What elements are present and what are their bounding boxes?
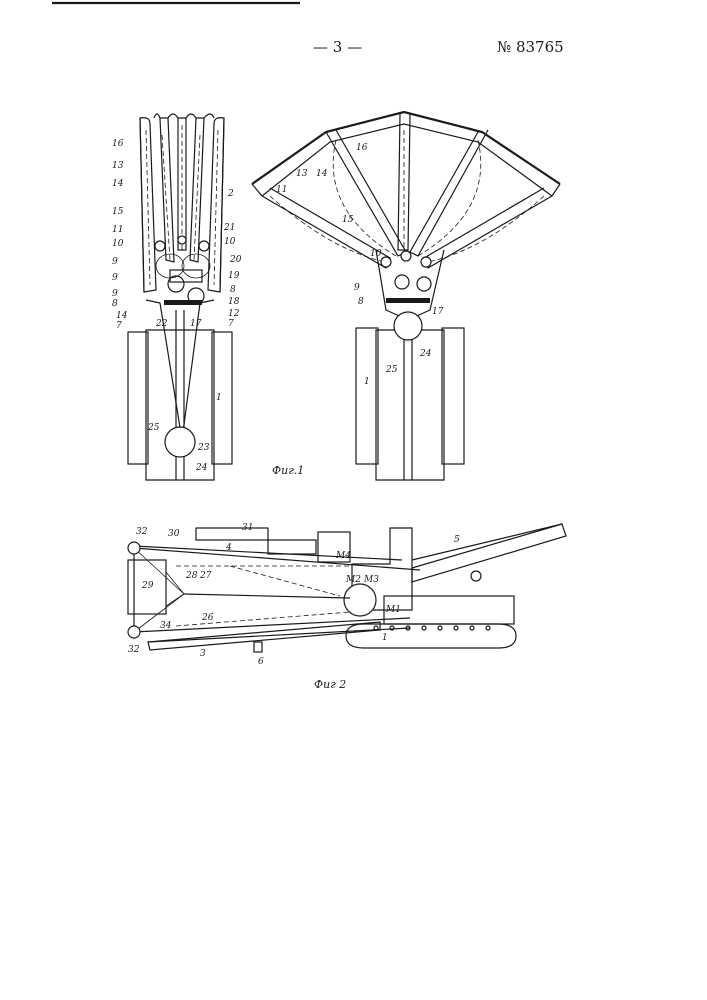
part-label: 14 [116, 311, 128, 321]
part-label: 26 [201, 613, 214, 623]
wheel-23 [165, 427, 195, 457]
caption-fig2: Фиг 2 [314, 678, 346, 691]
caption-fig1: Фиг.1 [272, 464, 304, 477]
part-label: 1 [364, 377, 370, 387]
part-label: 29 [141, 581, 154, 591]
part-label: 16 [356, 143, 368, 153]
part-label: M4 [335, 551, 351, 561]
part-label: 6 [258, 657, 264, 667]
part-label: 10 [112, 239, 124, 249]
part-label: 10 [224, 237, 236, 247]
fig1-deployed-view: 16 13 14 11 15 10 9 17 8 25 24 1 [252, 112, 560, 480]
part-label: 25 [147, 423, 160, 433]
part-label: 1 [216, 393, 222, 403]
part-label: 13 [296, 169, 308, 179]
part-label: 14 [316, 169, 328, 179]
wheel [394, 312, 422, 340]
part-label: 7 [116, 321, 122, 331]
part-label: M1 [385, 605, 401, 615]
part-label: 28 [185, 571, 198, 581]
part-label: 11 [112, 225, 123, 235]
part-label: 8 [358, 297, 364, 307]
track-left [128, 332, 148, 464]
part-label: 3 [200, 649, 206, 659]
part-label: 22 [155, 319, 168, 329]
part-label: 34 [160, 621, 172, 631]
track-right [212, 332, 232, 464]
part-label: 15 [342, 215, 354, 225]
part-label: 7 [228, 319, 234, 329]
chassis-body [376, 330, 444, 480]
part-label: 9 [112, 289, 118, 299]
part-label: 32 [128, 645, 140, 655]
part-label: 17 [432, 307, 444, 317]
part-label: 9 [354, 283, 360, 293]
part-label: 2 [227, 189, 234, 199]
part-label: 17 [190, 319, 202, 329]
part-label: 18 [228, 297, 240, 307]
part-label: 21 [223, 223, 235, 233]
part-label: 14 [112, 179, 124, 189]
part-label: 30 [168, 529, 180, 539]
part-label: 25 [385, 365, 398, 375]
part-label: 20 [229, 255, 242, 265]
part-label: 5 [454, 535, 460, 545]
part-label: 31 [242, 523, 253, 533]
part-label: 1 [382, 633, 388, 643]
drum [344, 584, 376, 616]
part-label: 16 [112, 139, 124, 149]
part-label: 9 [112, 273, 118, 283]
part-label: 32 [136, 527, 148, 537]
part-label: 13 [112, 161, 124, 171]
part-label: M3 [363, 575, 379, 585]
part-label: 19 [228, 271, 240, 281]
track-left [356, 328, 378, 464]
part-label: 12 [228, 309, 240, 319]
part-label: 11 [276, 185, 287, 195]
part-label: 24 [195, 463, 208, 473]
part-label: 9 [112, 257, 118, 267]
part-label: 24 [419, 349, 432, 359]
part-label: 15 [112, 207, 124, 217]
part-label: 27 [199, 571, 212, 581]
part-label: 8 [230, 285, 236, 295]
part-label: 4 [225, 543, 232, 553]
part-label: M2 [345, 575, 361, 585]
fig1-folded-view: 16 13 14 2 15 11 21 10 10 9 20 9 19 9 8 … [112, 114, 242, 480]
track-right [442, 328, 464, 464]
part-label: 8 [112, 299, 118, 309]
part-label: 10 [370, 249, 382, 259]
fig2-side-view: 32 30 31 4 M4 5 29 28 27 M2 M3 26 M1 34 … [128, 523, 566, 667]
part-label: 23 [197, 443, 210, 453]
